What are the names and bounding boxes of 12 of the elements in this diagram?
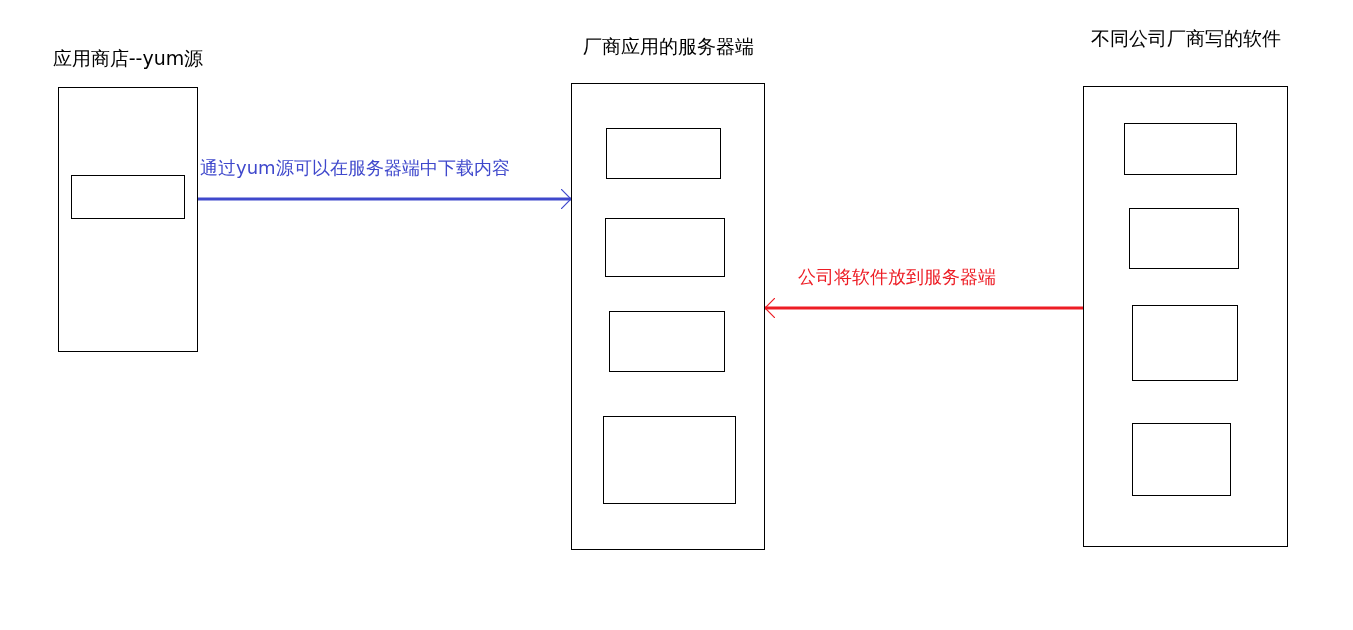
empty-box (606, 128, 721, 179)
empty-box (605, 218, 725, 277)
empty-box (1124, 123, 1237, 175)
empty-box (1132, 423, 1231, 496)
column-heading: 厂商应用的服务器端 (582, 34, 754, 59)
column-heading: 不同公司厂商写的软件 (1090, 26, 1281, 51)
empty-box (71, 175, 185, 219)
empty-box (1129, 208, 1239, 269)
empty-box (1132, 305, 1238, 381)
column-heading: 应用商店--yum源 (52, 46, 204, 71)
empty-box (603, 416, 736, 504)
empty-box (609, 311, 725, 372)
